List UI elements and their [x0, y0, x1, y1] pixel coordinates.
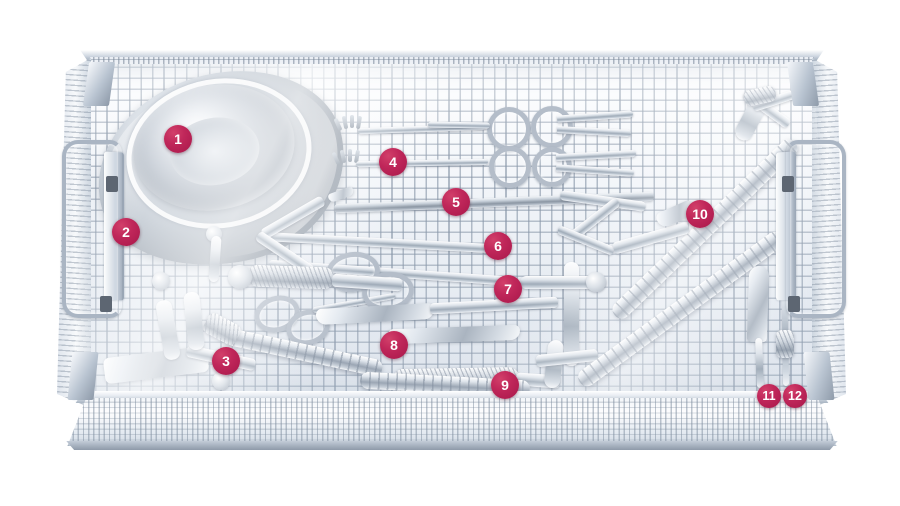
tray-corner-post-bottom-left [67, 352, 99, 400]
callout-badge-4[interactable]: 4 [379, 148, 407, 176]
tray-handle-clip-right-top [782, 176, 794, 192]
callout-badge-label: 1 [174, 131, 182, 147]
callout-badge-label: 10 [692, 206, 708, 222]
callout-badge-label: 2 [122, 224, 130, 240]
suction-handle-cap [228, 265, 252, 289]
callout-badge-label: 7 [504, 281, 512, 297]
fine-probe-left-blade [746, 265, 770, 343]
callout-badge-12[interactable]: 12 [783, 384, 807, 408]
callout-badge-label: 5 [452, 194, 460, 210]
fine-probe-right-grip [776, 330, 794, 358]
tray-corner-post-bottom-right [803, 352, 835, 400]
frame-retractor-knob [586, 272, 606, 292]
tray-back-rim [80, 50, 824, 61]
callout-badge-5[interactable]: 5 [442, 188, 470, 216]
tray-handle-clip-left-top [106, 176, 118, 192]
tray-front-perforated-wall [67, 398, 837, 446]
callout-badge-9[interactable]: 9 [491, 371, 519, 399]
tray-handle-left[interactable] [62, 140, 122, 318]
callout-badge-label: 9 [501, 377, 509, 393]
callout-badge-label: 3 [222, 353, 230, 369]
tray-handle-clip-right-bottom [788, 296, 800, 312]
bottom-left-ball-knob [152, 272, 170, 290]
callout-badge-1[interactable]: 1 [164, 125, 192, 153]
forceps-ring-upper-a [487, 107, 531, 151]
callout-badge-3[interactable]: 3 [212, 347, 240, 375]
callout-badge-label: 4 [389, 154, 397, 170]
callout-badge-8[interactable]: 8 [380, 331, 408, 359]
callout-badge-7[interactable]: 7 [494, 275, 522, 303]
callout-badge-2[interactable]: 2 [112, 218, 140, 246]
callout-badge-label: 11 [762, 388, 776, 403]
callout-badge-label: 6 [494, 238, 502, 254]
callout-badge-10[interactable]: 10 [686, 200, 714, 228]
callout-badge-label: 12 [788, 388, 802, 403]
callout-badge-11[interactable]: 11 [757, 384, 781, 408]
tray-handle-right[interactable] [786, 140, 846, 318]
tray-handle-clip-left-bottom [100, 296, 112, 312]
callout-badge-label: 8 [390, 337, 398, 353]
suction-handle-upper [247, 264, 335, 290]
callout-badge-6[interactable]: 6 [484, 232, 512, 260]
tray-front-base [66, 441, 838, 450]
forceps-jaw-upper [427, 121, 491, 129]
forceps-ring-lower-a [489, 146, 531, 188]
